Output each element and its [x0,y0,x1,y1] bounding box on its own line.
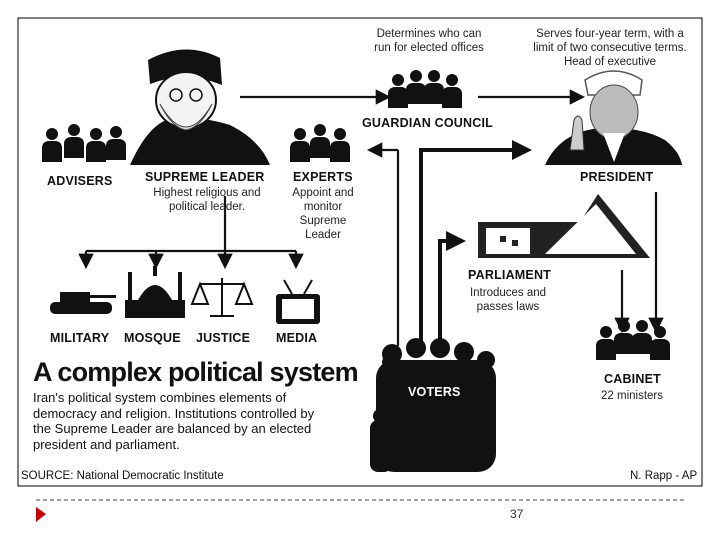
parliament-desc: Introduces and passes laws [460,286,556,314]
supreme-leader-label: SUPREME LEADER [145,170,264,184]
cabinet-label: CABINET [604,372,661,386]
supreme-leader-desc: Highest religious and political leader. [138,186,276,214]
president-note: Serves four-year term, with a limit of t… [520,27,700,69]
arrow-voters-to-parliament [440,241,462,346]
military-label: MILITARY [50,331,109,345]
guardian-note: Determines who can run for elected offic… [355,27,503,55]
guardian-council-label: GUARDIAN COUNCIL [362,116,493,130]
experts-desc: Appoint and monitor Supreme Leader [280,186,366,242]
parliament-building-icon [478,194,650,258]
credit-line: N. Rapp - AP [630,470,697,482]
tank-icon [50,292,116,314]
supreme-leader-portrait-icon [130,49,270,165]
advisers-label: ADVISERS [47,174,113,188]
experts-figures-icon [290,124,350,162]
slide-bullet-triangle-icon [36,507,46,522]
guardian-council-figures-icon [388,70,462,108]
headline: A complex political system [33,357,358,388]
summary-text: Iran's political system combines element… [33,390,323,452]
slide-page-number: 37 [510,507,523,521]
president-portrait-icon [545,71,682,165]
voters-label: VOTERS [408,385,461,399]
justice-label: JUSTICE [196,331,250,345]
cabinet-figures-icon [596,320,670,360]
mosque-icon [125,266,185,318]
cabinet-desc: 22 ministers [586,389,678,403]
scales-of-justice-icon [192,278,252,316]
media-label: MEDIA [276,331,317,345]
mosque-label: MOSQUE [124,331,181,345]
experts-label: EXPERTS [293,170,353,184]
voters-crowd-icon [370,338,496,472]
source-line: SOURCE: National Democratic Institute [21,470,224,482]
president-label: PRESIDENT [580,170,653,184]
parliament-label: PARLIAMENT [468,268,551,282]
television-icon [276,280,320,324]
advisers-figures-icon [42,124,126,162]
